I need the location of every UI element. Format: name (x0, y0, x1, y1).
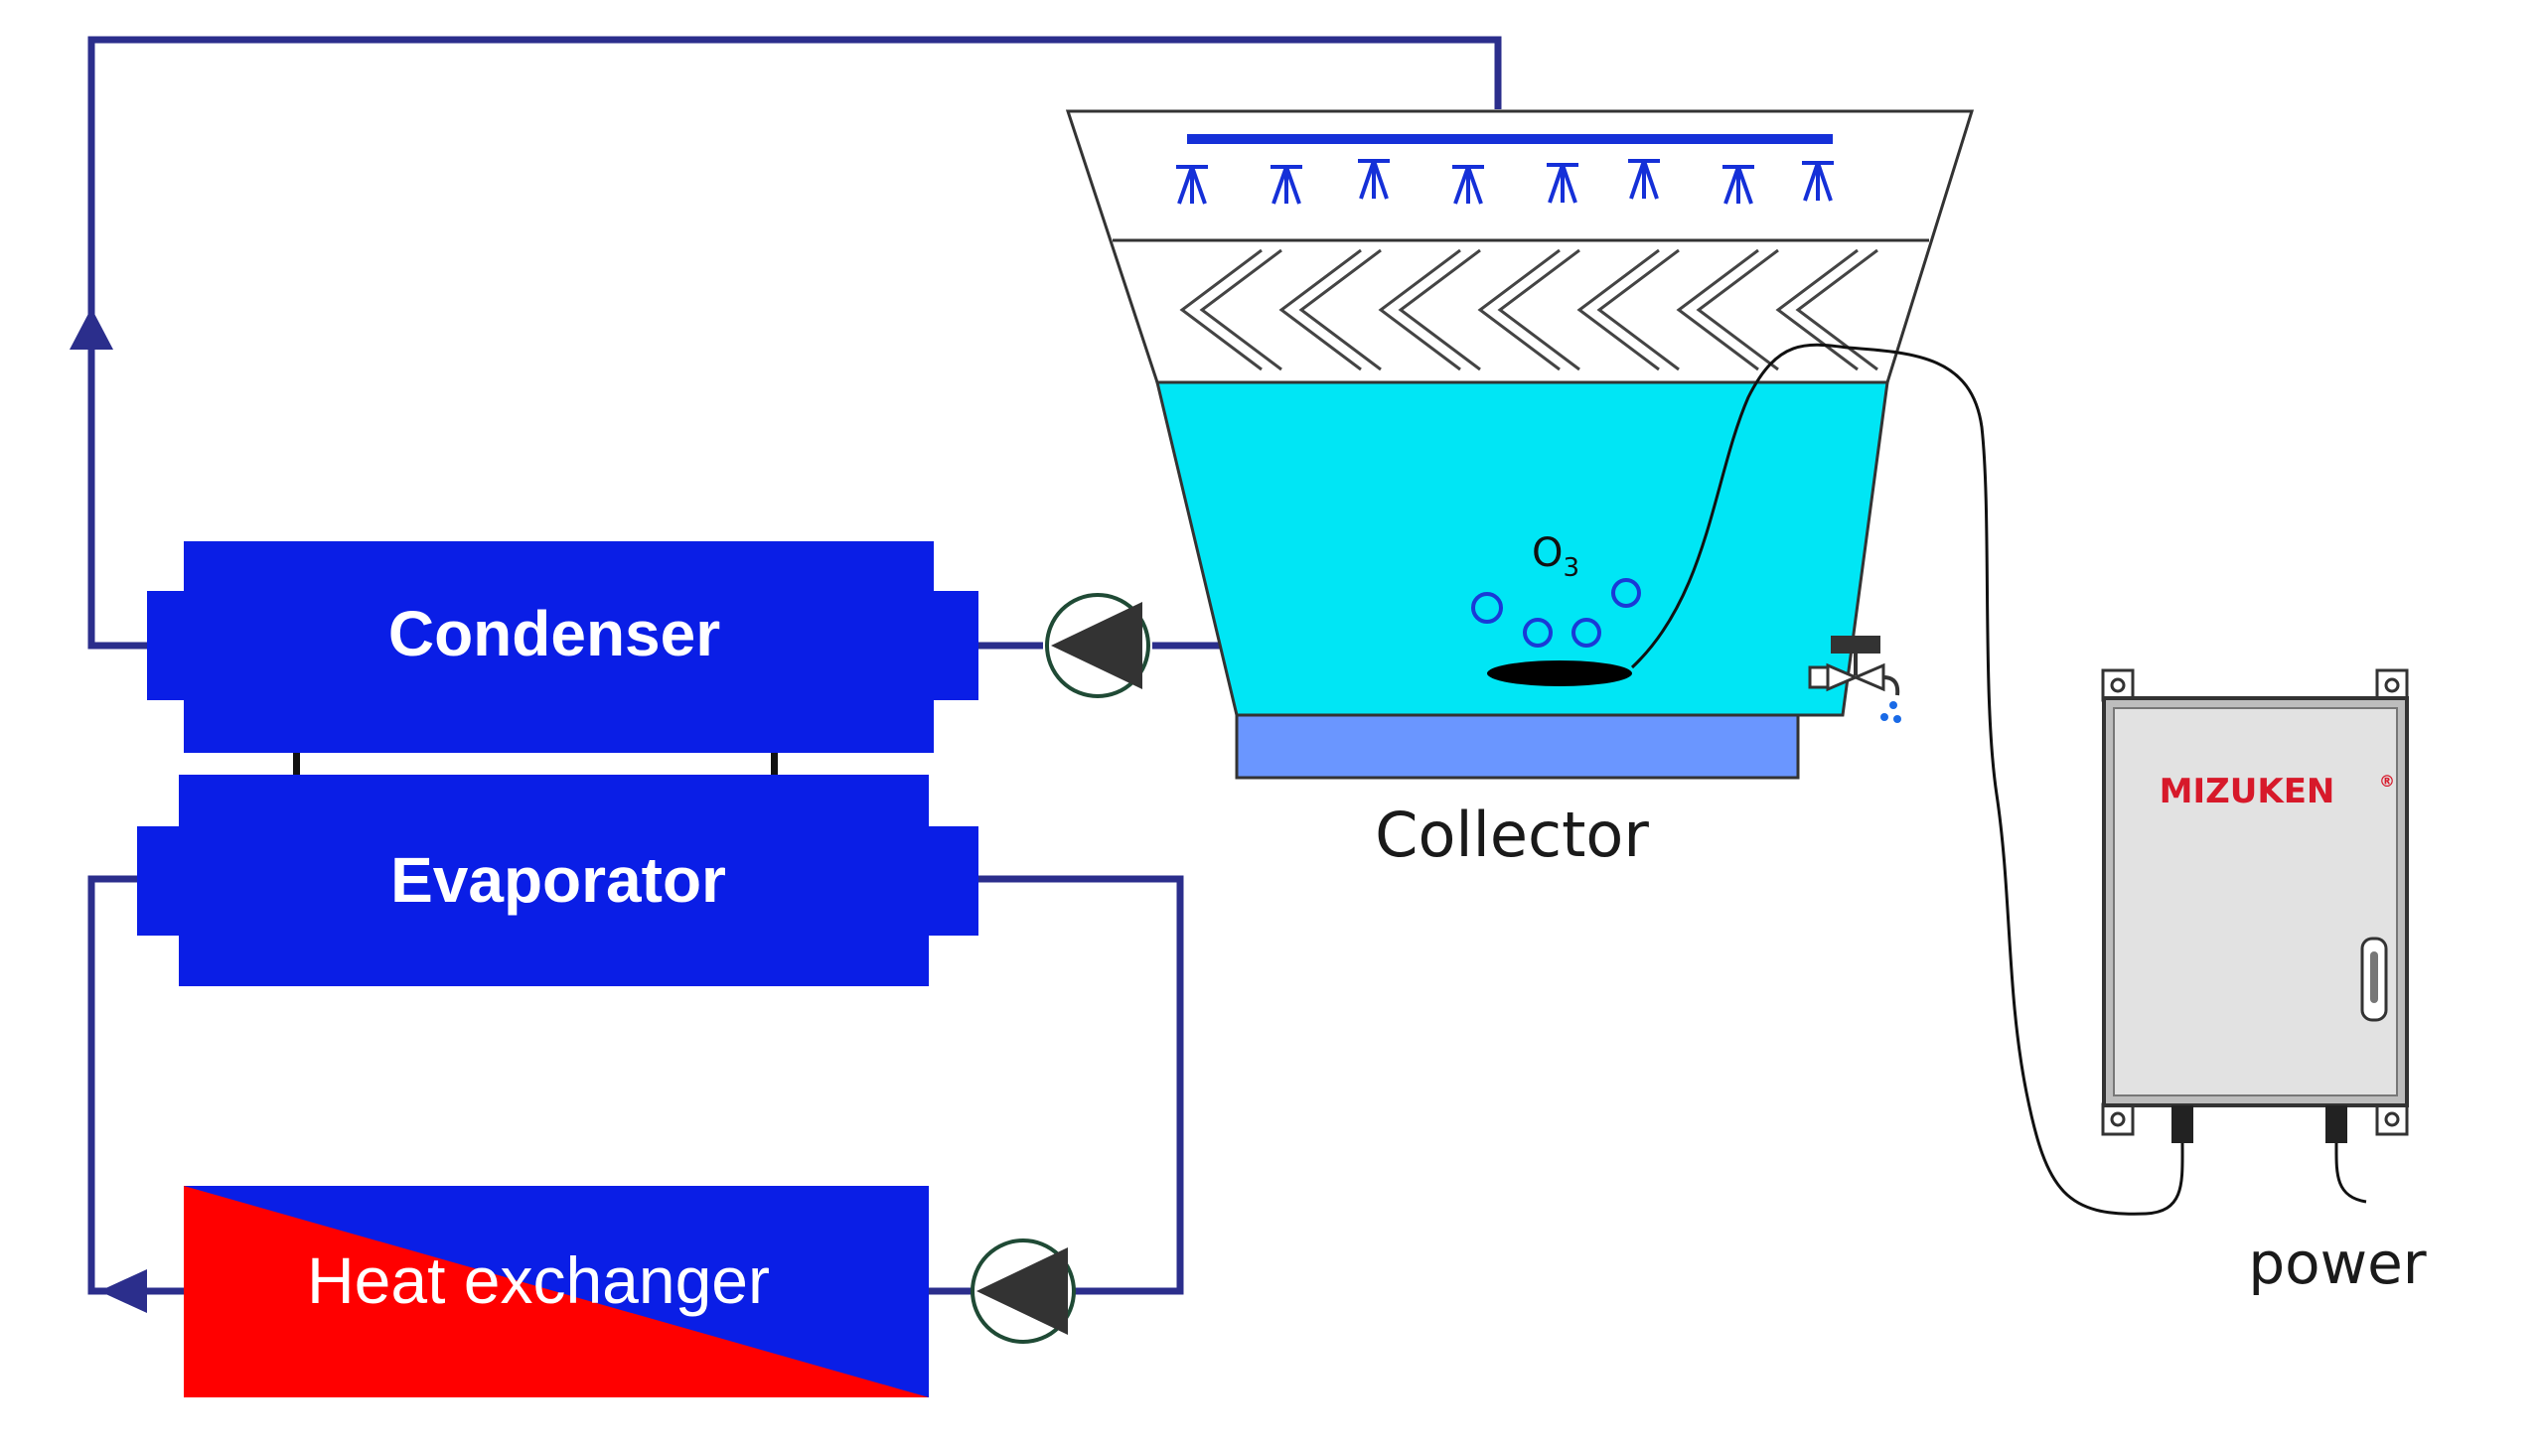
cable-gland-right (2325, 1105, 2347, 1143)
ozone-label: O3 (1532, 530, 1579, 583)
ozone-generator-cabinet: MIZUKEN ® (2101, 668, 2409, 1143)
heat-exchanger-unit: Heat exchanger (184, 1186, 929, 1397)
evaporator-unit: Evaporator (137, 775, 978, 986)
fill-media (1179, 248, 1878, 371)
door-latch-icon (2360, 937, 2388, 1022)
tower-housing (1065, 109, 1975, 384)
ozone-subscript: 3 (1563, 553, 1579, 583)
collector-base (1235, 713, 1800, 780)
connector-left (293, 753, 300, 775)
flow-arrow-up-icon (70, 308, 113, 350)
pipe-evaporator-left (87, 875, 184, 1295)
evaporator-label: Evaporator (390, 844, 726, 916)
brand-logo: MIZUKEN (2160, 772, 2335, 811)
spray-nozzles (1176, 159, 1834, 205)
flow-arrow-left-icon (99, 1269, 147, 1313)
ozone-diffuser (1487, 660, 1632, 686)
connector-right (771, 753, 778, 775)
condenser-unit: Condenser (147, 541, 978, 753)
pipe-condenser-to-tower (87, 36, 1502, 650)
pump-bottom-icon (971, 1238, 1076, 1344)
brand-registered-mark: ® (2379, 772, 2395, 791)
cable-gland-left (2171, 1105, 2193, 1143)
pump-top-icon (1045, 593, 1150, 698)
drain-valve-icon (1808, 636, 1901, 723)
power-label: power (2248, 1230, 2426, 1297)
heat-exchanger-label: Heat exchanger (307, 1243, 770, 1317)
power-cable (2334, 1141, 2367, 1204)
water-basin (1155, 380, 1889, 717)
cooling-tower: O3 Collector (1065, 109, 1975, 871)
pipe-evaporator-right (978, 875, 1184, 1295)
condenser-label: Condenser (388, 598, 720, 669)
ozone-bubbles (1471, 578, 1641, 648)
ozone-supply-tube (1630, 343, 2184, 1216)
collector-label: Collector (1375, 799, 1649, 871)
ozone-letter: O (1532, 530, 1563, 576)
